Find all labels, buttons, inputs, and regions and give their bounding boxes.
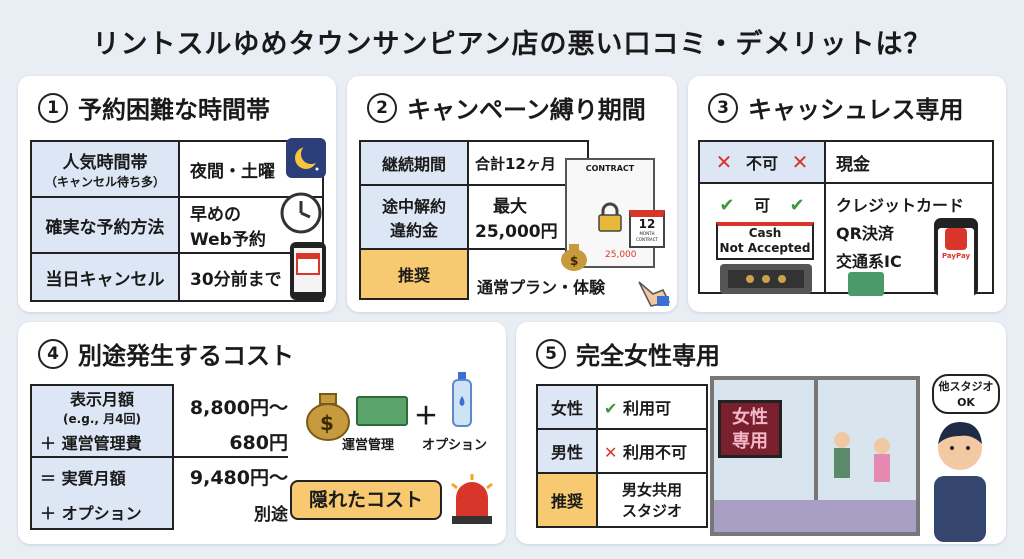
table-cell-label: ＋ 運営管理費 <box>30 427 174 458</box>
card-reservation: 1 予約困難な時間帯 人気時間帯 （キャンセル待ち多） 夜間・土曜 確実な予約方… <box>18 76 336 312</box>
women-only-table: 女性 ✔ 利用可 男性 ✕ 利用不可 推奨 男女共用スタジオ <box>536 384 708 528</box>
price-note: 25,000 <box>605 250 637 260</box>
option-label: オプション <box>422 438 488 453</box>
table-cell-value: ✔ 利用可 <box>596 384 708 430</box>
card-number: 4 <box>38 338 68 369</box>
card-header: 4 別途発生するコスト <box>38 336 294 371</box>
siren-alarm-icon <box>448 472 496 530</box>
table-cell-label: 当日キャンセル <box>30 252 180 302</box>
money-bag-icon: $ <box>559 240 589 276</box>
plus-sign: ＋ <box>414 402 438 430</box>
card-heading: 予約困難な時間帯 <box>78 96 270 124</box>
cross-icon: ✕ <box>604 443 618 462</box>
svg-text:$: $ <box>570 254 578 268</box>
hidden-cost-badge: 隠れたコスト <box>290 480 442 520</box>
hand-pointer-icon <box>635 272 671 312</box>
svg-text:$: $ <box>320 411 334 435</box>
table-cell-label: 途中解約違約金 <box>359 184 469 250</box>
table-cell-label: ＝ 実質月額 <box>30 456 174 495</box>
table-cell-label: 推奨 <box>536 472 598 528</box>
card-header: 1 予約困難な時間帯 <box>38 90 270 125</box>
table-cell-value: 680円 <box>173 427 288 458</box>
check-icon: ✔ <box>604 399 618 418</box>
fee-label: 運営管理 <box>342 438 395 453</box>
card-header: 3 キャッシュレス専用 <box>708 90 964 125</box>
table-cell-value: 現金 <box>824 140 994 184</box>
cross-icon: ✕ <box>715 150 733 174</box>
clock-icon <box>280 192 322 238</box>
moon-night-icon <box>286 138 326 178</box>
card-heading: キャンペーン縛り期間 <box>407 96 646 124</box>
table-cell-value: 8,800円〜 <box>189 396 288 419</box>
card-number: 5 <box>536 338 566 369</box>
page-title: リントスルゆめタウンサンピアン店の悪い口コミ・デメリットは？ <box>92 29 932 60</box>
women-only-door-sign: 女性専用 <box>718 400 782 458</box>
smartphone-paypay-icon: PayPay <box>934 218 978 298</box>
table-cell-label: 人気時間帯 （キャンセル待ち多） <box>30 140 180 198</box>
phone-calendar-icon <box>288 240 328 306</box>
cross-icon: ✕ <box>791 150 809 174</box>
card-number: 2 <box>367 92 397 123</box>
table-cell-value: 別途 <box>254 504 288 525</box>
card-heading: キャッシュレス専用 <box>748 96 964 124</box>
card-costs: 4 別途発生するコスト 表示月額(e.g., 月4回) 8,800円〜 ＋ 運営… <box>18 322 506 544</box>
table-cell-label: 継続期間 <box>359 140 469 186</box>
recommend-text: 通常プラン・体験 <box>477 278 606 297</box>
card-heading: 別途発生するコスト <box>78 342 294 370</box>
table-cell-value: ✕ 利用不可 <box>596 428 708 474</box>
padlock-icon <box>597 202 623 236</box>
card-number: 3 <box>708 92 738 123</box>
card-header: 5 完全女性専用 <box>536 336 720 371</box>
table-cell-value: 男女共用スタジオ <box>596 472 708 528</box>
table-cell-value: 9,480円〜 <box>189 467 288 489</box>
check-icon: ✔ <box>719 195 735 216</box>
card-cashless: 3 キャッシュレス専用 ✕ 不可 ✕ 現金 ✔ 可 ✔ クレジットカード QR決… <box>688 76 1006 312</box>
credit-card-icon <box>848 272 884 296</box>
table-cell-label: 表示月額(e.g., 月4回) <box>30 384 174 427</box>
cash-register-icon <box>720 264 812 294</box>
water-bottle-icon <box>450 370 474 432</box>
costs-table: 表示月額(e.g., 月4回) 8,800円〜 ＋ 運営管理費 680円 ＝ 実… <box>30 384 288 530</box>
table-cell-label: 男性 <box>536 428 598 474</box>
card-heading: 完全女性専用 <box>576 342 720 370</box>
table-cell-label: ✕ 不可 ✕ <box>698 140 826 184</box>
table-cell-label: 女性 <box>536 384 598 430</box>
table-cell-label: 推奨 <box>359 248 469 300</box>
card-women-only: 5 完全女性専用 女性 ✔ 利用可 男性 ✕ 利用不可 推奨 男女共用スタジオ <box>516 322 1006 544</box>
studio-door-illustration <box>710 376 920 536</box>
table-cell-label: 確実な予約方法 <box>30 196 180 254</box>
calendar-icon: 12 MONTH CONTRACT <box>629 210 665 248</box>
card-number: 1 <box>38 92 68 123</box>
check-icon: ✔ <box>789 195 805 216</box>
confused-man-icon <box>920 418 1000 546</box>
money-bag-icon: $ <box>304 388 352 446</box>
card-header: 2 キャンペーン縛り期間 <box>367 90 646 125</box>
table-cell-label: ＋ オプション <box>30 495 174 530</box>
banknotes-icon <box>356 396 408 426</box>
